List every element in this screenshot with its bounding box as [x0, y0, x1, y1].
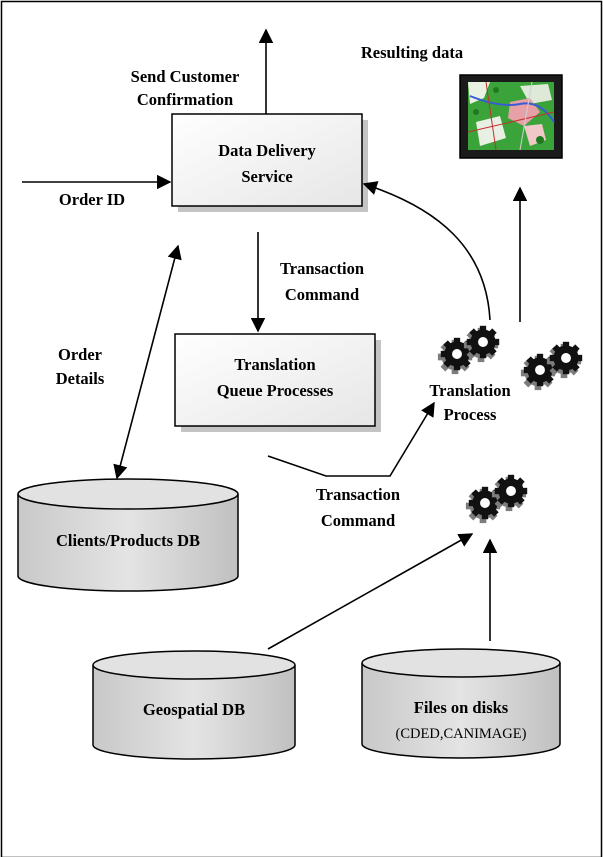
order-id-label: Order ID: [59, 190, 125, 209]
translation-to-delivery-arrow: [362, 181, 491, 321]
data-delivery-service-label-line1: Data Delivery: [218, 141, 316, 160]
translation-process-label-line1: Translation: [429, 381, 510, 400]
files-on-disks-cylinder: Files on disks (CDED,CANIMAGE): [361, 648, 561, 759]
order-details-label-line2: Details: [56, 369, 105, 388]
transaction-command-label-2-line1: Transaction: [316, 485, 400, 504]
translation-queue-label-line2: Queue Processes: [217, 381, 334, 400]
translation-process-label-line2: Process: [444, 405, 497, 424]
data-delivery-service-box: Data Delivery Service: [171, 113, 368, 212]
files-on-disks-label: Files on disks: [414, 698, 509, 717]
data-delivery-service-label-line2: Service: [241, 167, 292, 186]
geospatial-db-cylinder: Geospatial DB: [92, 650, 296, 760]
files-on-disks-sublabel: (CDED,CANIMAGE): [396, 726, 527, 742]
order-details-arrow: [113, 244, 182, 480]
queue-to-translation-arrow: [267, 401, 435, 477]
order-details-label-line1: Order: [58, 345, 102, 364]
resulting-data-label: Resulting data: [361, 43, 463, 62]
clients-products-db-cylinder: Clients/Products DB: [17, 478, 239, 592]
transaction-command-label-1-line2: Command: [285, 285, 359, 304]
translation-queue-box: Translation Queue Processes: [174, 333, 381, 432]
transaction-command-label-2-line2: Command: [321, 511, 395, 530]
geospatial-to-process-arrow: [267, 533, 474, 650]
transaction-command-label-1-line1: Transaction: [280, 259, 364, 278]
clients-products-db-label: Clients/Products DB: [56, 531, 200, 550]
send-confirmation-label-line1: Send Customer: [131, 67, 240, 86]
send-confirmation-label-line2: Confirmation: [137, 90, 233, 109]
geospatial-db-label: Geospatial DB: [143, 700, 245, 719]
translation-queue-label-line1: Translation: [234, 355, 315, 374]
map-thumbnail-icon: [459, 74, 563, 159]
